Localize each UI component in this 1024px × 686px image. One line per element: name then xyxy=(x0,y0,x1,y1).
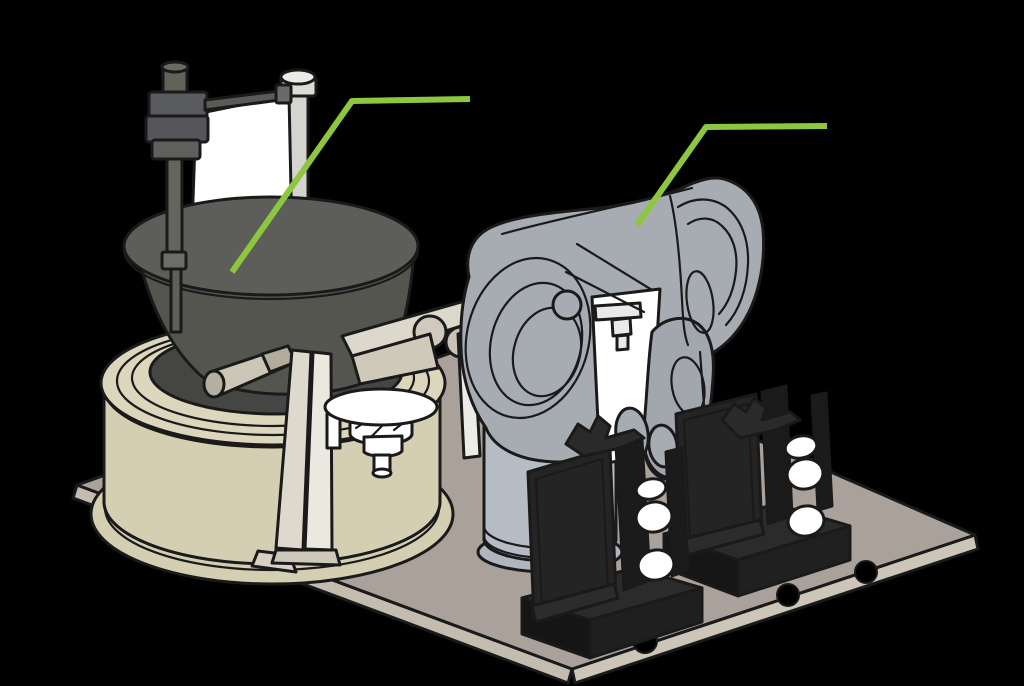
beam-top-line xyxy=(500,186,694,236)
tool-bracket-foot xyxy=(615,333,630,352)
magazine-r-part-3 xyxy=(786,504,826,538)
magazine-l-part-2 xyxy=(634,500,674,534)
feeder-barrel xyxy=(102,384,442,566)
post-coupler xyxy=(160,250,188,271)
magazine-r-top-tabs xyxy=(720,396,802,440)
rod-fitting xyxy=(274,83,293,105)
rail-lower-block xyxy=(350,332,440,386)
magazine-r-part-2 xyxy=(785,457,825,491)
forearm-seam xyxy=(698,350,706,407)
post-lower-rod xyxy=(169,267,183,334)
wrist-head xyxy=(676,198,750,334)
magazine-l-part-3 xyxy=(636,548,676,582)
dispenser-post-assembly xyxy=(144,60,293,334)
shoulder-pin xyxy=(551,289,583,321)
clamp-block-upper xyxy=(147,90,209,120)
head-band-inner xyxy=(686,217,738,316)
callout-line-robot xyxy=(634,123,828,227)
callout-lines xyxy=(229,96,828,274)
upper-arm-beam xyxy=(500,186,694,347)
magazine-l-plinth-side xyxy=(588,586,704,660)
shoulder-joint xyxy=(464,256,592,420)
part-magazine-left xyxy=(520,414,704,660)
post-top-cap xyxy=(160,60,190,74)
tool-bracket-tab xyxy=(610,316,633,338)
feeder-bracket-assembly xyxy=(202,344,342,574)
tier-spoke-3 xyxy=(370,423,385,438)
plate-notch-3 xyxy=(854,560,878,584)
pick-station-stem-cap xyxy=(371,467,393,479)
beam-face-line-2 xyxy=(564,270,646,314)
tool-bracket xyxy=(593,301,643,352)
callout-line-bowl-feeder xyxy=(229,96,471,274)
clamp-block-bottom xyxy=(150,138,202,161)
clamp-block-lower xyxy=(144,114,210,144)
beam-head-junction xyxy=(668,194,690,347)
funnel-top-disc xyxy=(122,195,420,297)
shoulder-ring-outer xyxy=(464,256,592,420)
magazine-l-bottom-rail xyxy=(530,582,620,624)
pick-station xyxy=(323,387,439,479)
funnel-rim-lip xyxy=(122,248,420,301)
magazine-l-top-tabs xyxy=(564,414,646,458)
hopper-funnel xyxy=(122,195,420,396)
plate-notch-2 xyxy=(776,583,800,607)
part-magazine-right xyxy=(662,384,852,598)
feed-tube-end-cap xyxy=(202,369,226,399)
pick-station-disc xyxy=(323,387,439,427)
head-band-outer xyxy=(676,198,750,327)
beam-face-line-1 xyxy=(575,242,654,292)
tool-bracket-bar xyxy=(593,301,643,322)
head-oval xyxy=(685,270,715,334)
magazine-l-part-1 xyxy=(634,477,668,501)
magazine-r-plinth-side xyxy=(736,524,852,598)
magazine-l-right-rail xyxy=(664,446,690,578)
support-post-cap xyxy=(279,68,317,86)
pick-station-tier-2 xyxy=(362,434,404,458)
bracket-bottom-bar xyxy=(270,548,342,567)
